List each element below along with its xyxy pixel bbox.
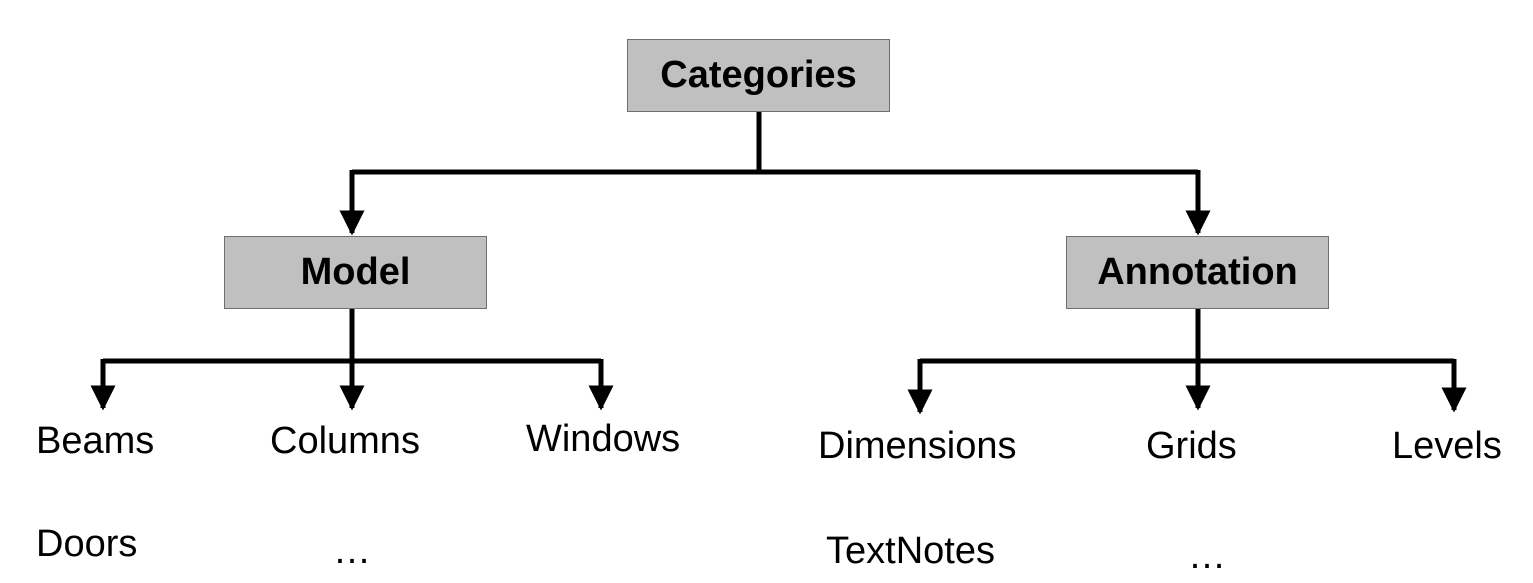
leaf-beams: Beams [36,420,155,462]
leaf-levels: Levels [1392,425,1502,467]
leaf-annotation-ellipsis: … [1188,535,1226,577]
leaf-windows: Windows [526,418,681,460]
leaf-dimensions: Dimensions [818,425,1017,467]
leaf-doors: Doors [36,523,138,565]
leaf-grids: Grids [1146,425,1237,467]
model-label: Model [300,251,411,293]
annotation-node: Annotation [1066,236,1329,309]
leaf-textnotes: TextNotes [826,530,995,572]
annotation-label: Annotation [1097,251,1298,293]
leaf-columns: Columns [270,420,420,462]
model-node: Model [224,236,487,309]
leaf-model-ellipsis: … [333,530,371,572]
categories-node: Categories [627,39,890,112]
categories-label: Categories [660,54,857,96]
